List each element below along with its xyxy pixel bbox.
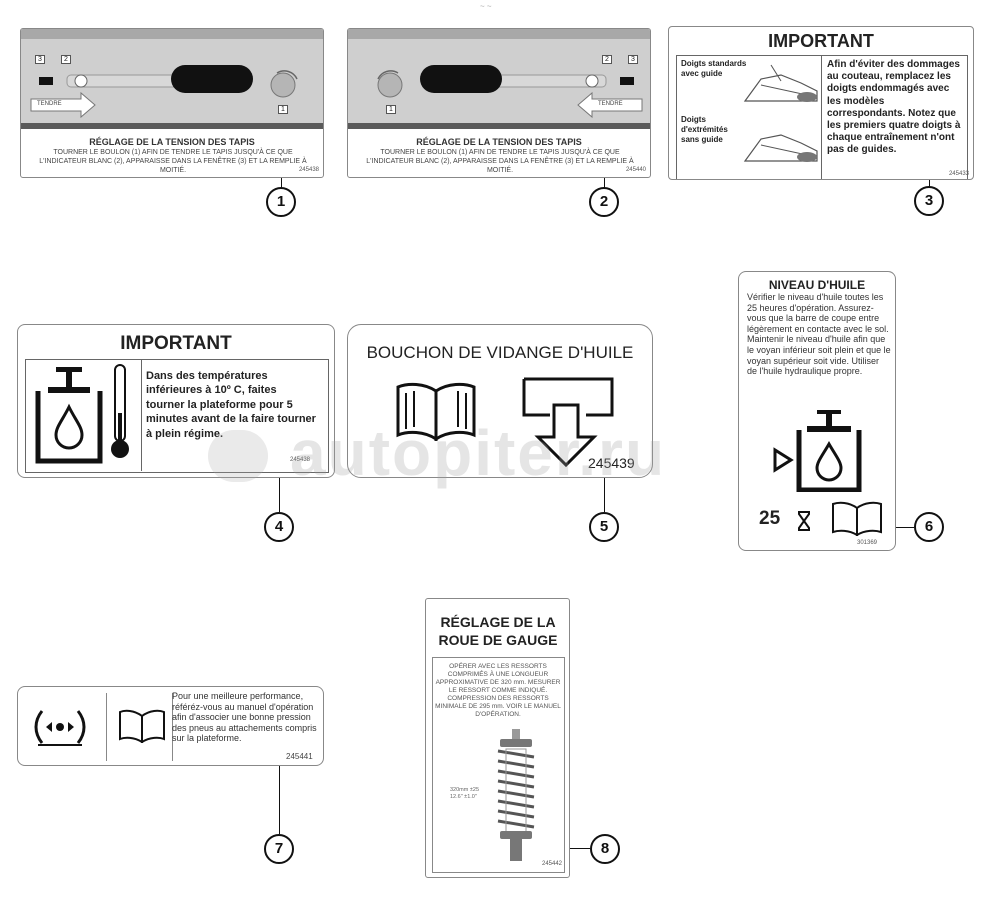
callout-2: 2 <box>589 187 619 217</box>
callout-6: 6 <box>914 512 944 542</box>
part-number: 245442 <box>542 861 563 867</box>
part-number: 245439 <box>588 455 635 471</box>
label-end-fingers: Doigts d'extrémités sans guide <box>681 115 728 144</box>
decal-title: RÉGLAGE DE LA TENSION DES TAPIS <box>416 137 582 147</box>
callout-3: 3 <box>914 186 944 216</box>
leader-line-6 <box>896 527 914 528</box>
finger-with-guide-icon <box>743 64 818 102</box>
decal-title: IMPORTANT <box>768 31 874 51</box>
decal-body: TOURNER LE BOULON (1) AFIN DE TENDRE LE … <box>39 149 307 174</box>
decal-inner-frame <box>432 657 565 873</box>
part-number: 245438 <box>298 167 319 173</box>
manual-book-icon <box>396 382 476 441</box>
callout-1: 1 <box>266 187 296 217</box>
spring-length-label: 320mm ±25 12.6" ±1.0" <box>450 787 480 800</box>
decal-oil-level: NIVEAU D'HUILE Vérifier le niveau d'huil… <box>738 271 896 551</box>
leader-line-8 <box>570 848 590 849</box>
decal-gauge-wheel: RÉGLAGE DE LA ROUE DE GAUGE OPÉRER AVEC … <box>425 598 570 878</box>
part-number: 245438 <box>290 457 311 463</box>
decal-important-fingers: IMPORTANT Doigts standards avec guide Do… <box>668 26 974 180</box>
decal-graphic-panel: 3 2 1 TENDRE <box>21 29 323 129</box>
decal-title: NIVEAU D'HUILE <box>768 278 866 292</box>
decal-text: OPÉRER AVEC LES RESSORTS COMPRIMÉS À UNE… <box>435 663 561 718</box>
callout-8: 8 <box>590 834 620 864</box>
leader-line-5 <box>604 478 605 512</box>
divider <box>172 693 173 761</box>
belt-tension-diagram <box>348 29 650 129</box>
divider <box>821 55 822 179</box>
manual-book-icon <box>119 709 165 743</box>
tire-pressure-icon <box>34 710 86 746</box>
part-number: 245441 <box>286 752 313 761</box>
decal-body: TOURNER LE BOULON (1) AFIN DE TENDRE LE … <box>366 149 634 174</box>
oil-tank-icon <box>35 367 103 464</box>
decal-title: RÉGLAGE DE LA ROUE DE GAUGE <box>438 614 558 648</box>
label-3: 3 <box>628 55 638 64</box>
callout-7: 7 <box>264 834 294 864</box>
decal-oil-drain-plug: BOUCHON DE VIDANGE D'HUILE 245439 <box>347 324 653 478</box>
arrow-label: TENDRE <box>37 101 62 107</box>
finger-without-guide-icon <box>743 134 818 162</box>
service-hours: 25 <box>759 508 781 529</box>
arrow-label: TENDRE <box>598 101 623 107</box>
decal-belt-tension-left: 3 2 1 TENDRE RÉGLAGE DE LA TENSION DES T… <box>20 28 324 178</box>
thermometer-icon <box>111 364 129 458</box>
decal-title: BOUCHON DE VIDANGE D'HUILE <box>366 343 634 362</box>
part-number: 301369 <box>857 540 878 546</box>
header-mark: ~ ~ <box>480 2 492 11</box>
label-2: 2 <box>602 55 612 64</box>
oil-tank-level-icon <box>773 410 862 492</box>
part-number: 245433 <box>948 171 969 177</box>
divider <box>141 359 142 471</box>
callout-5: 5 <box>589 512 619 542</box>
spring-shock-icon <box>497 729 535 861</box>
hourglass-icon <box>798 511 810 531</box>
drain-arrow-icon <box>522 377 614 468</box>
label-1: 1 <box>386 105 396 114</box>
decal-text: Pour une meilleure performance, référéz-… <box>172 691 317 744</box>
label-1: 1 <box>278 105 288 114</box>
leader-line-2 <box>604 178 605 188</box>
part-number: 245440 <box>625 167 646 173</box>
decal-graphic-panel: 1 2 3 TENDRE <box>348 29 650 129</box>
leader-line-3 <box>929 180 930 187</box>
decal-title: IMPORTANT <box>120 333 232 354</box>
manual-book-icon <box>832 501 882 536</box>
belt-tension-diagram <box>21 29 323 129</box>
decal-important-temperature: IMPORTANT Dans des températures inférieu… <box>17 324 335 478</box>
decal-title: RÉGLAGE DE LA TENSION DES TAPIS <box>89 137 255 147</box>
decal-text: Afin d'éviter des dommages au couteau, r… <box>827 59 961 156</box>
decal-belt-tension-right: 1 2 3 TENDRE RÉGLAGE DE LA TENSION DES T… <box>347 28 651 178</box>
label-2: 2 <box>61 55 71 64</box>
label-standard-fingers: Doigts standards avec guide <box>681 59 747 78</box>
decal-inner-frame <box>25 359 329 473</box>
divider <box>106 693 107 761</box>
decal-inner-frame <box>676 55 968 179</box>
label-3: 3 <box>35 55 45 64</box>
decal-text: Vérifier le niveau d'huile toutes les 25… <box>747 292 891 377</box>
decal-tire-pressure: Pour une meilleure performance, référéz-… <box>17 686 324 766</box>
callout-4: 4 <box>264 512 294 542</box>
leader-line-4 <box>279 478 280 512</box>
leader-line-7 <box>279 766 280 834</box>
leader-line-1 <box>281 178 282 188</box>
decal-text: Dans des températures inférieures à 10º … <box>146 370 316 440</box>
